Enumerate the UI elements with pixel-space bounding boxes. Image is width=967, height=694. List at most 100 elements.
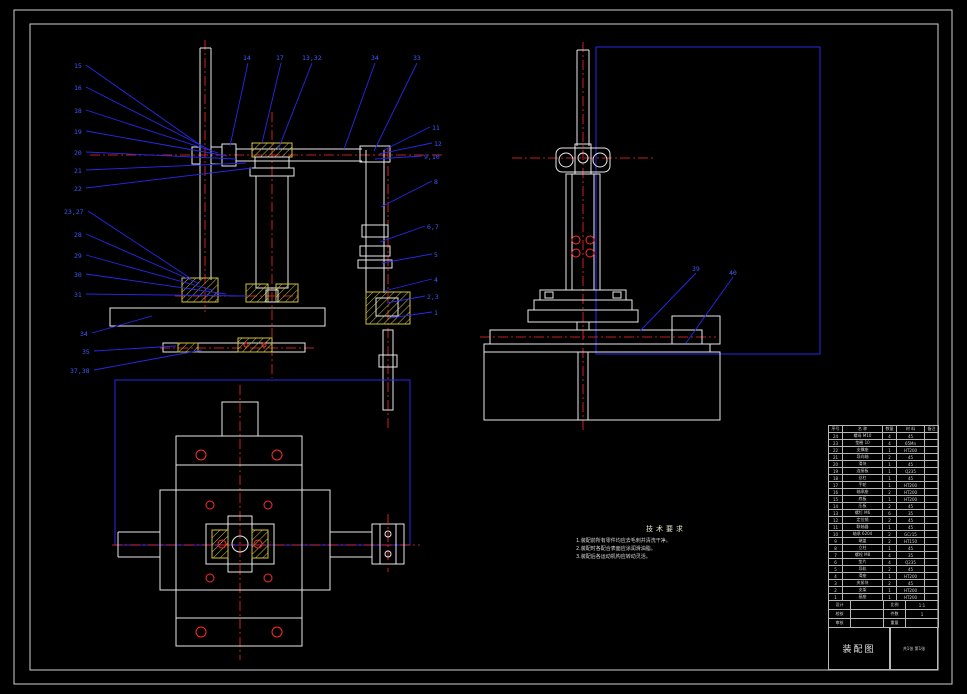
part-number-label: 16	[74, 84, 82, 92]
part-number-label: 35	[82, 348, 90, 356]
part-number-label: 39	[692, 265, 700, 273]
leader-line	[85, 167, 253, 189]
technical-requirements-lines: 1.装配前所有零件均应去毛刺并清洗干净。 2.装配时各配合表面应涂润滑油脂。 3.装…	[576, 537, 756, 561]
leader-line	[383, 126, 431, 151]
sheet-count: 共1张 第1张	[890, 627, 938, 670]
leader-line	[380, 180, 433, 208]
technical-requirements: 技术要求 1.装配前所有零件均应去毛刺并清洗干净。 2.装配时各配合表面应涂润滑油…	[576, 524, 756, 561]
part-number-label: 29	[74, 252, 82, 260]
leader-line	[93, 345, 177, 352]
part-number-label: 20	[74, 149, 82, 157]
leader-line	[85, 86, 211, 151]
part-number-label: 22	[74, 185, 82, 193]
leader-line	[85, 130, 228, 157]
part-number-label: 11	[432, 124, 440, 132]
part-number-label: 2,3	[427, 293, 439, 301]
leader-line	[277, 62, 313, 151]
part-number-label: 40	[729, 269, 737, 277]
leader-line	[87, 210, 191, 279]
leader-line	[383, 278, 433, 292]
part-number-label: 21	[74, 167, 82, 175]
part-number-label: 6,7	[427, 223, 439, 231]
viewport-box	[114, 379, 411, 546]
leader-line	[85, 273, 227, 295]
part-number-label: 17	[276, 54, 284, 62]
part-number-label: 33	[413, 54, 421, 62]
side-view	[480, 42, 821, 430]
part-number-label: 9,10	[424, 153, 440, 161]
part-number-label: 19	[74, 128, 82, 136]
leader-line	[85, 233, 201, 285]
part-number-label: 14	[243, 54, 251, 62]
leader-line	[91, 315, 153, 334]
part-number-label: 34	[371, 54, 379, 62]
leader-line	[93, 349, 203, 371]
part-number-label: 15	[74, 62, 82, 70]
sheet-border	[13, 9, 953, 685]
leader-line	[381, 253, 433, 264]
title-block-title-row: 装配图 共1张 第1张	[828, 627, 938, 670]
leader-line	[386, 295, 426, 304]
part-number-label: 8	[434, 178, 438, 186]
tech-requirement-line: 2.装配时各配合表面应涂润滑油脂。	[576, 546, 656, 552]
leader-line	[378, 142, 433, 155]
part-number-label: 12	[434, 140, 442, 148]
part-number-label: 30	[74, 271, 82, 279]
leader-line	[85, 151, 237, 160]
part-number-label: 5	[434, 251, 438, 259]
leader-line	[85, 162, 247, 171]
leader-line	[379, 225, 426, 243]
leader-line	[85, 254, 213, 291]
leader-line	[389, 311, 433, 319]
leader-line	[343, 62, 376, 150]
leader-line	[85, 109, 219, 154]
viewport-box	[595, 46, 821, 355]
leader-line	[261, 62, 282, 144]
leader-line	[85, 293, 247, 297]
part-number-label: 23,27	[64, 208, 84, 216]
leader-line	[373, 62, 418, 152]
part-number-label: 31	[74, 291, 82, 299]
leader-line	[639, 272, 697, 332]
part-number-label: 18	[74, 107, 82, 115]
drawing-title: 装配图	[828, 627, 890, 670]
part-number-label: 28	[74, 231, 82, 239]
front-view	[90, 40, 445, 430]
leader-line	[85, 64, 204, 148]
top-view	[112, 379, 420, 660]
tech-requirement-line: 1.装配前所有零件均应去毛刺并清洗干净。	[576, 538, 671, 544]
tech-requirement-line: 3.装配后各运动机构应转动灵活。	[576, 554, 651, 560]
part-number-label: 34	[80, 330, 88, 338]
technical-requirements-title: 技术要求	[646, 525, 686, 533]
part-number-label: 4	[434, 276, 438, 284]
part-number-label: 13,32	[302, 54, 322, 62]
